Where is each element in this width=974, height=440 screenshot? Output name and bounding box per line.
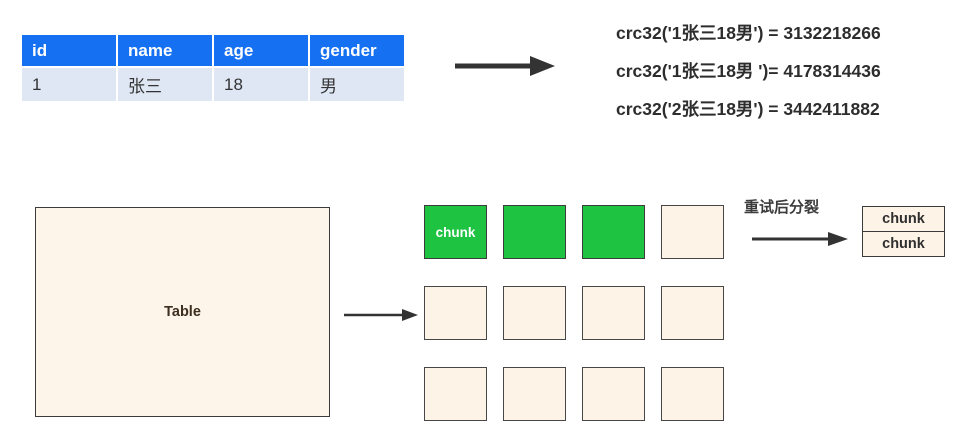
chunk-cell xyxy=(503,205,566,259)
table-data-cell-id: 1 xyxy=(22,68,116,101)
chunk-cell xyxy=(661,367,724,421)
split-chunk: chunk xyxy=(863,231,944,256)
table-header-cell-age: age xyxy=(214,35,308,66)
table-header-cell-name: name xyxy=(118,35,212,66)
table-header-cell-id: id xyxy=(22,35,116,66)
arrow-right-icon xyxy=(455,56,555,76)
arrow-right-icon xyxy=(344,309,418,321)
chunk-cell-label: chunk xyxy=(435,224,476,240)
split-chunk: chunk xyxy=(882,211,925,227)
table-data-cell-name: 张三 xyxy=(118,68,212,101)
crc32-line: crc32('1张三18男') = 3132218266 xyxy=(616,23,881,43)
chunk-cell: chunk xyxy=(424,205,487,259)
table-header-row: id name age gender xyxy=(22,35,404,66)
arrow-right-icon xyxy=(752,232,848,246)
table-box: Table xyxy=(35,207,330,417)
crc32-line: crc32('2张三18男') = 3442411882 xyxy=(616,99,880,119)
sample-table: id name age gender 1 张三 18 男 xyxy=(22,35,404,101)
crc32-results: crc32('1张三18男') = 3132218266 crc32('1张三1… xyxy=(616,19,881,133)
chunk-cell xyxy=(661,286,724,340)
chunk-cell xyxy=(582,367,645,421)
chunk-cell xyxy=(424,367,487,421)
table-header-cell-gender: gender xyxy=(310,35,404,66)
crc32-line: crc32('1张三18男 ')= 4178314436 xyxy=(616,61,881,81)
chunk-cell xyxy=(424,286,487,340)
table-data-cell-age: 18 xyxy=(214,68,308,101)
chunk-cell xyxy=(503,367,566,421)
chunk-cell xyxy=(582,205,645,259)
table-data-cell-gender: 男 xyxy=(310,68,404,101)
chunk-cell xyxy=(661,205,724,259)
table-data-row: 1 张三 18 男 xyxy=(22,68,404,101)
chunk-cell xyxy=(582,286,645,340)
chunk-grid: chunk xyxy=(424,205,724,421)
chunk-cell xyxy=(503,286,566,340)
split-chunk-stack: chunk chunk xyxy=(862,206,945,257)
table-box-label: Table xyxy=(164,304,201,320)
split-after-retry-label: 重试后分裂 xyxy=(744,199,820,216)
